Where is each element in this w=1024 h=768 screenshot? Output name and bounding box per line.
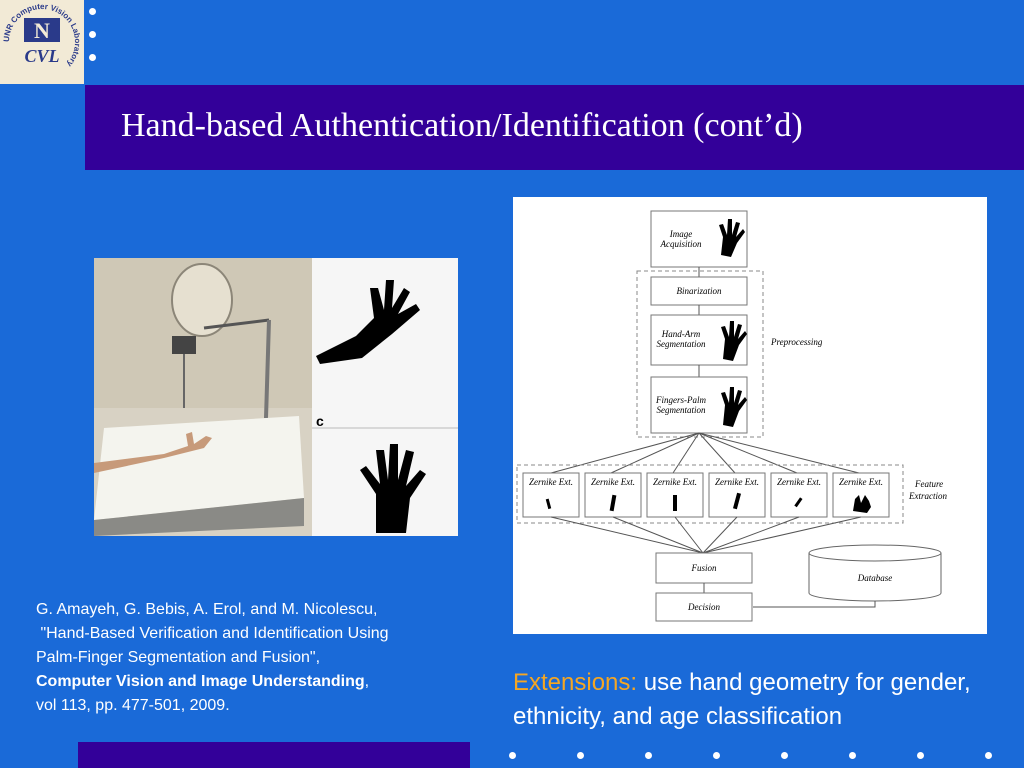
citation-title-2: Palm-Finger Segmentation and Fusion", [36,649,321,666]
zernike-boxes [522,472,890,518]
fusion-label: Fusion [690,563,717,573]
dot [713,752,720,759]
decorative-dots-horizontal [505,752,1015,762]
hand-icon [719,219,745,257]
feature-extraction-label-2: Extraction [908,491,947,501]
citation-title-1: "Hand-Based Verification and Identificat… [36,625,389,642]
database-cylinder [808,544,942,602]
dot [917,752,924,759]
hand-icon [721,387,747,427]
fusion-box [655,552,753,584]
zernike-label: Zernike Ext. [839,477,883,487]
binarization-box [650,276,748,306]
zernike-label: Zernike Ext. [591,477,635,487]
binarization-label: Binarization [676,286,722,296]
citation-authors: G. Amayeh, G. Bebis, A. Erol, and M. Nic… [36,601,378,618]
dot [849,752,856,759]
citation: G. Amayeh, G. Bebis, A. Erol, and M. Nic… [36,598,476,718]
feature-extraction-label-1: Feature [914,479,943,489]
zernike-label: Zernike Ext. [529,477,573,487]
dot [89,8,96,15]
logo-n: N [34,18,50,43]
dot [645,752,652,759]
image-acquisition-label-2: Acquisition [660,239,702,249]
unr-cvl-logo: UNR Computer Vision Laboratory N CVL [0,0,84,84]
zernike-label: Zernike Ext. [653,477,697,487]
dot [781,752,788,759]
extensions-note: Extensions: use hand geometry for gender… [513,666,1013,734]
database-label: Database [857,573,893,583]
hand-icon [721,321,747,361]
bottom-bar [78,742,470,768]
slide-title: Hand-based Authentication/Identification… [121,107,803,144]
hand-acquisition-photo: c [94,258,458,536]
citation-journal-line: Computer Vision and Image Understanding, [36,670,476,694]
preprocessing-label: Preprocessing [770,337,823,347]
decision-box [655,592,753,622]
dot [985,752,992,759]
decision-label: Decision [687,602,720,612]
zernike-box [770,472,828,518]
zernike-label: Zernike Ext. [777,477,821,487]
dot [509,752,516,759]
photo-label: c [316,413,324,429]
extensions-text: use hand geometry for gender, ethnicity,… [513,669,971,730]
logo-cvl: CVL [24,46,59,66]
fingers-palm-label-2: Segmentation [657,405,706,415]
dot [89,54,96,61]
image-acquisition-label-1: Image [669,229,693,239]
dot [89,31,96,38]
extensions-keyword: Extensions: [513,669,638,696]
processing-flowchart: Image Acquisition Preprocessing Binariza… [513,197,987,634]
decorative-dots-vertical [86,8,100,77]
hand-arm-label-2: Segmentation [657,339,706,349]
dot [577,752,584,759]
citation-volume: vol 113, pp. 477-501, 2009. [36,697,230,714]
citation-comma: , [364,673,370,690]
zernike-label: Zernike Ext. [715,477,759,487]
fingers-palm-label-1: Fingers-Palm [655,395,706,405]
title-bar: Hand-based Authentication/Identification… [85,85,1024,170]
citation-journal: Computer Vision and Image Understanding [36,673,365,690]
hand-arm-label-1: Hand-Arm [661,329,701,339]
